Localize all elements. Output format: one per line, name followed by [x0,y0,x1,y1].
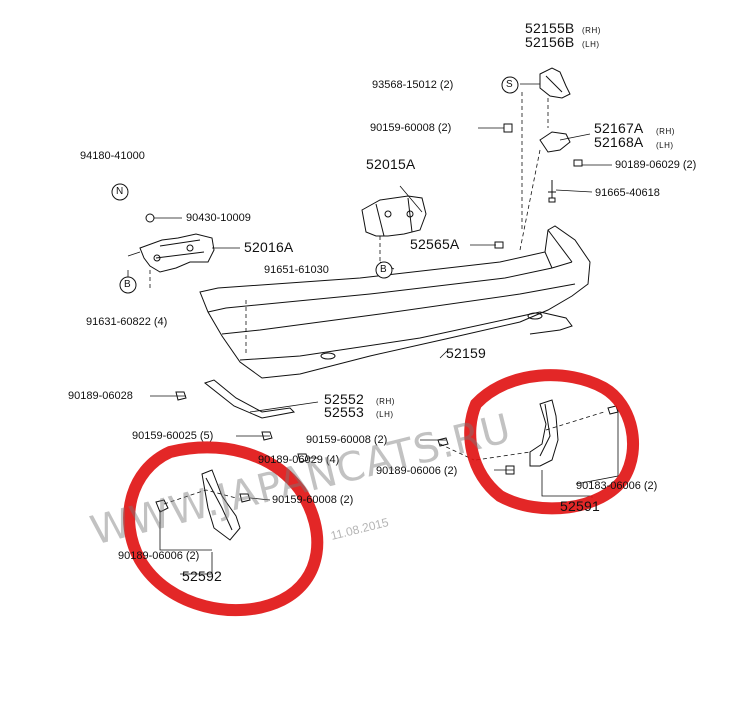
part-label-90189-06028: 90189-06028 [68,390,133,402]
callout-n-label: N [116,186,124,197]
trim-strip-52552 [203,379,296,419]
part-label-90189-06006-right: 90189-06006 (2) [376,465,458,477]
bracket-52155b [539,67,571,99]
part-label-52553: 52553 [324,404,364,420]
part-label-90189-06029-right: 90189-06029 (2) [615,159,697,171]
part-label-90159-60025: 90159-60025 (5) [132,430,214,442]
part-label-52552: 52552 [324,391,364,407]
red-circle-right [464,369,640,515]
part-label-52565a: 52565A [410,236,460,252]
part-label-52592: 52592 [182,568,222,584]
bracket-52016a [139,233,215,273]
part-label-90189-06029-left: 90189-06029 (4) [258,454,340,466]
part-label-52155b: 52155B [525,20,575,36]
side-rh-3: (RH) [376,397,395,406]
side-rh-2: (RH) [656,127,675,136]
bracket-52015a [361,195,427,237]
part-label-52591: 52591 [560,498,600,514]
part-label-90189-06006-left: 90189-06006 (2) [118,550,200,562]
part-label-94180: 94180-41000 [80,150,145,162]
side-lh-1: (LH) [582,40,600,49]
side-rh-1: (RH) [582,26,601,35]
part-label-91665: 91665-40618 [595,187,660,199]
mudguard-52591 [529,399,559,467]
side-lh-2: (LH) [656,141,674,150]
callout-s-label: S [506,79,513,90]
red-circle-left [123,441,324,617]
part-label-91651: 91651-61030 [264,264,329,276]
callout-n [111,183,129,201]
rear-bumper-cover [199,225,591,379]
callout-b-center [375,261,393,279]
part-label-52156b: 52156B [525,34,575,50]
callout-s [501,76,519,94]
bracket-52167a [539,131,571,153]
part-label-93568: 93568-15012 (2) [372,79,454,91]
part-label-90159-top: 90159-60008 (2) [370,122,452,134]
part-label-91631: 91631-60822 (4) [86,316,168,328]
part-label-90159-mid: 90159-60008 (2) [306,434,388,446]
part-label-90430: 90430-10009 [186,212,251,224]
callout-b-left [119,276,137,294]
callout-b-center-label: B [380,264,387,275]
part-label-90159-low: 90159-60008 (2) [272,494,354,506]
callout-b-left-label: B [124,279,131,290]
part-label-52167a: 52167A [594,120,644,136]
side-lh-3: (LH) [376,410,394,419]
mudguard-52592 [201,469,241,541]
part-label-52159: 52159 [446,345,486,361]
part-label-52016a: 52016A [244,239,294,255]
part-label-52168a: 52168A [594,134,644,150]
part-label-52015a: 52015A [366,156,416,172]
part-label-90183-06006: 90183-06006 (2) [576,480,658,492]
